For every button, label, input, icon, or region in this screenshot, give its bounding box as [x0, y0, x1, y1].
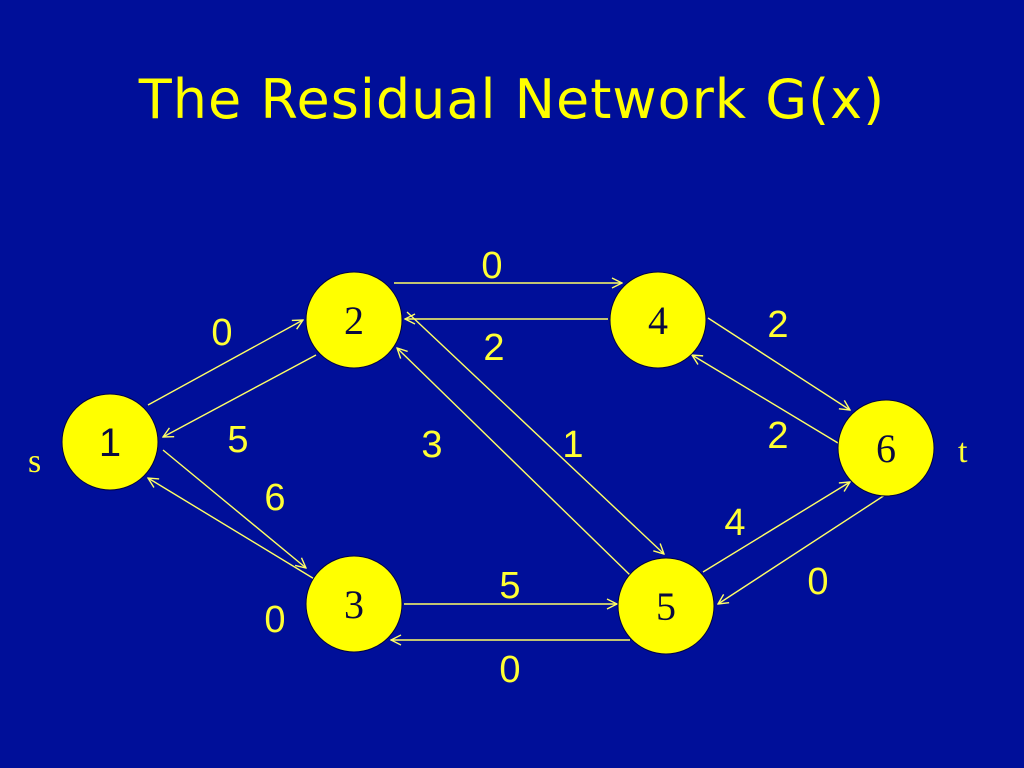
edge-4-6 [707, 317, 850, 410]
node-circle-3 [305, 555, 403, 653]
slide-title: The Residual Network G(x) [138, 68, 886, 131]
edge-6-5 [718, 492, 889, 604]
node-label-1: 1 [99, 421, 121, 465]
node-circle-6 [837, 399, 935, 497]
node-2: 2 [305, 271, 403, 369]
edge-label-5-2: 3 [421, 424, 442, 466]
node-circle-4 [609, 271, 707, 369]
node-label-4: 4 [648, 298, 668, 343]
edge-label-3-5: 5 [499, 565, 520, 607]
node-4: 4 [609, 271, 707, 369]
edge-label-5-3: 0 [499, 649, 520, 691]
node-circle-5 [617, 557, 715, 655]
node-6: 6 [837, 399, 935, 497]
edges-layer [147, 283, 889, 640]
edge-2-5 [406, 311, 664, 554]
node-label-6: 6 [876, 426, 896, 471]
node-label-3: 3 [344, 582, 364, 627]
edge-label-4-6: 2 [767, 304, 788, 346]
node-label-2: 2 [344, 298, 364, 343]
edge-label-2-4: 0 [481, 245, 502, 287]
source-label: s [28, 443, 41, 480]
edge-5-6 [702, 482, 850, 573]
edge-label-5-6: 4 [724, 502, 745, 544]
edge-2-1 [163, 354, 317, 437]
edge-3-1 [148, 478, 317, 581]
edge-label-1-2: 0 [211, 312, 232, 354]
edge-5-2 [397, 348, 631, 576]
node-label-5: 5 [656, 584, 676, 629]
edge-label-1-3: 6 [264, 477, 285, 519]
node-1: 1 [61, 393, 159, 491]
node-3: 3 [305, 555, 403, 653]
edge-label-4-2: 2 [483, 327, 504, 369]
edge-label-2-5: 1 [562, 424, 583, 466]
edge-1-3 [162, 449, 306, 568]
edge-label-6-4: 2 [767, 415, 788, 457]
edge-label-6-5: 0 [807, 561, 828, 603]
node-circle-2 [305, 271, 403, 369]
edge-1-2 [147, 320, 303, 406]
sink-label: t [958, 433, 968, 470]
edge-label-3-1: 0 [264, 599, 285, 641]
edge-6-4 [692, 355, 839, 444]
node-5: 5 [617, 557, 715, 655]
node-circle-1 [61, 393, 159, 491]
edge-label-2-1: 5 [227, 419, 248, 461]
